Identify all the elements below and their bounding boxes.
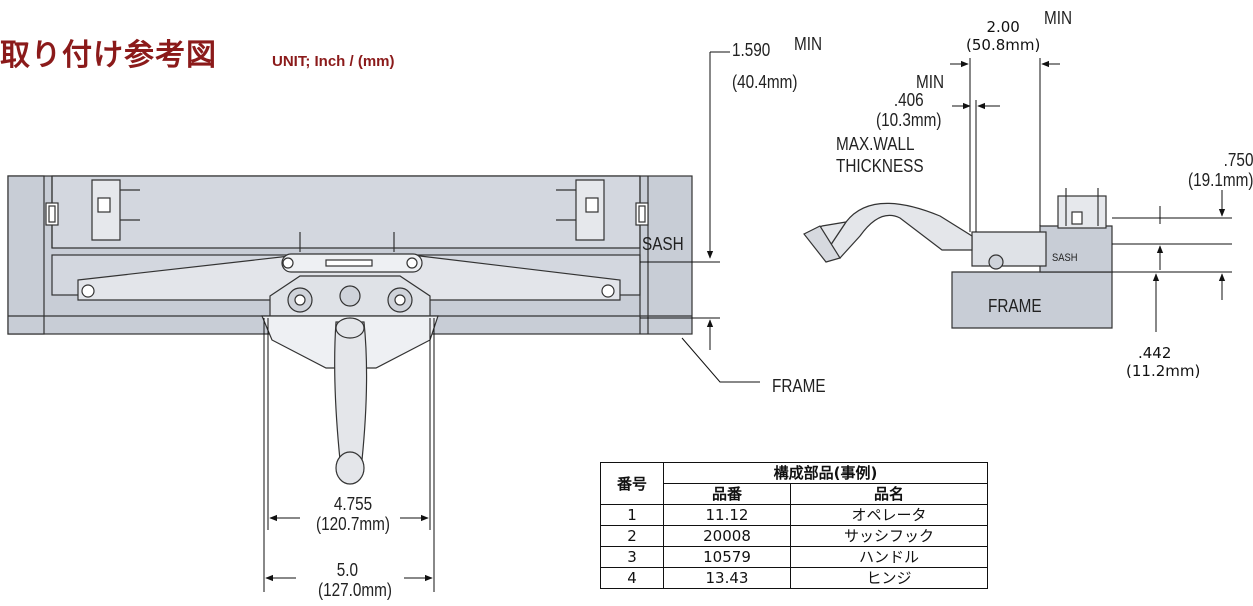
dim-406-note1: MAX.WALL — [836, 134, 915, 154]
dim-50-inch: 5.0 — [336, 560, 358, 580]
row-part-no: 13.43 — [663, 567, 791, 589]
side-view-dimensions — [950, 58, 1232, 332]
row-number: 1 — [600, 504, 664, 526]
dim-200: 2.00 (50.8mm) — [966, 18, 1040, 54]
dim-4755-inch: 4.755 — [333, 494, 373, 514]
side-view — [803, 188, 1113, 329]
side-sash-label: SASH — [1052, 252, 1078, 264]
row-part-name: ヒンジ — [790, 567, 988, 589]
row-part-name: オペレータ — [790, 504, 988, 526]
dim-1590-min: MIN — [794, 34, 823, 54]
dim-750-mm: (19.1mm) — [1188, 170, 1253, 190]
dim-750-inch: .750 — [1223, 150, 1253, 170]
row-part-name: ハンドル — [790, 546, 988, 568]
dim-406-note2: THICKNESS — [836, 156, 924, 176]
row-part-name: サッシフック — [790, 525, 988, 547]
dim-406-mm: (10.3mm) — [876, 110, 942, 130]
dim-4755: 4.755 (120.7mm) — [316, 494, 390, 534]
row-part-no: 11.12 — [663, 504, 791, 526]
dim-200-min: MIN — [1044, 8, 1073, 28]
row-number: 4 — [600, 567, 664, 589]
row-part-no: 20008 — [663, 525, 791, 547]
dim-1590-inch: 1.590 — [732, 40, 771, 60]
front-view — [7, 175, 693, 485]
unit-note: UNIT; Inch / (mm) — [272, 53, 395, 70]
col-number-header: 番号 — [600, 462, 664, 505]
table-header-row: 番号 構成部品(事例) — [600, 462, 988, 505]
dim-1590-mm: (40.4mm) — [732, 72, 798, 92]
dim-4755-mm: (120.7mm) — [316, 514, 390, 534]
dim-200-inch: 2.00 — [986, 18, 1020, 36]
side-frame-label: FRAME — [988, 296, 1042, 316]
dim-406-inch: .406 — [893, 90, 924, 110]
front-sash-label: SASH — [642, 234, 684, 254]
dim-442-inch: .442 — [1138, 344, 1172, 362]
row-part-no: 10579 — [663, 546, 791, 568]
dim-442-mm: (11.2mm) — [1126, 362, 1201, 380]
row-number: 3 — [600, 546, 664, 568]
dim-50-mm: (127.0mm) — [318, 580, 392, 600]
dim-406: .406 (10.3mm) — [876, 90, 941, 130]
dim-1590: 1.590 (40.4mm) — [732, 40, 797, 92]
dim-406-min: MIN — [916, 72, 945, 92]
dim-200-mm: (50.8mm) — [966, 36, 1041, 54]
dim-442: .442 (11.2mm) — [1126, 344, 1200, 380]
col-part-name-header: 品名 — [790, 483, 988, 505]
dim-406-note: MAX.WALL THICKNESS — [836, 134, 924, 176]
dim-50: 5.0 (127.0mm) — [318, 560, 392, 600]
row-number: 2 — [600, 525, 664, 547]
table-row: 1 11.12 オペレータ — [600, 504, 988, 526]
col-part-no-header: 品番 — [663, 483, 791, 505]
front-view-dimensions — [263, 51, 760, 592]
dim-750: .750 (19.1mm) — [1188, 150, 1253, 190]
table-row: 2 20008 サッシフック — [600, 525, 988, 547]
front-frame-label: FRAME — [772, 376, 826, 396]
parts-table: 番号 構成部品(事例) 品番 品名 1 11.12 オペレータ 2 20008 … — [600, 462, 988, 589]
table-row: 4 13.43 ヒンジ — [600, 567, 988, 589]
table-row: 3 10579 ハンドル — [600, 546, 988, 568]
group-header: 構成部品(事例) — [663, 462, 988, 484]
page-title: 取り付け参考図 — [0, 39, 217, 72]
